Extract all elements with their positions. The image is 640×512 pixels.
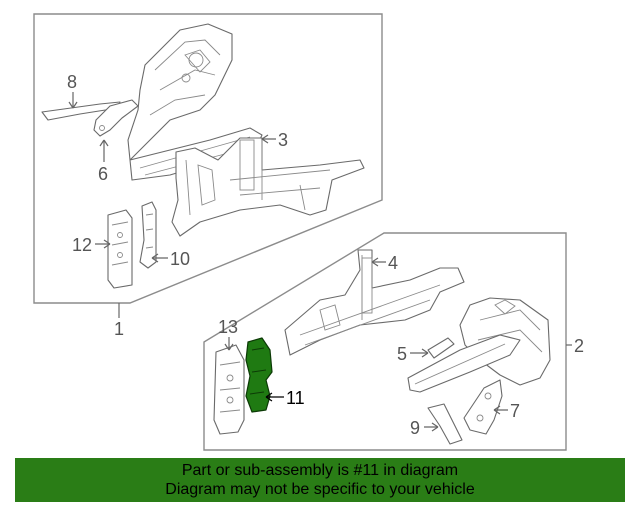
- highlighted-part-11[interactable]: [245, 337, 273, 413]
- front-side-member: [171, 137, 365, 237]
- leader-4: [371, 257, 386, 267]
- leader-8: [68, 92, 78, 109]
- leader-3: [261, 134, 276, 144]
- callout-3[interactable]: 3: [278, 130, 288, 150]
- leader-13: [224, 337, 234, 351]
- callout-11[interactable]: 11: [286, 388, 305, 408]
- callout-1[interactable]: 1: [114, 319, 124, 339]
- leader-7: [493, 405, 508, 415]
- leader-12: [95, 239, 111, 249]
- leader-6: [99, 139, 109, 162]
- callout-8[interactable]: 8: [67, 72, 77, 92]
- leader-9: [424, 422, 439, 432]
- callout-13[interactable]: 13: [218, 317, 238, 337]
- leader-10: [151, 253, 168, 263]
- callout-6[interactable]: 6: [98, 164, 108, 184]
- reinforcement-part-10: [139, 201, 157, 269]
- panel-part-13: [213, 344, 245, 435]
- wheelhouse-upper-panel: [127, 23, 233, 161]
- callout-7[interactable]: 7: [510, 401, 520, 421]
- front-side-member-inner: [284, 249, 465, 356]
- parts-diagram: 1 2 3 4 5 6 7 8 9 10 11 12 13: [33, 13, 584, 451]
- assembly-2-frame: [203, 232, 567, 451]
- leader-5: [410, 348, 429, 358]
- callout-9[interactable]: 9: [410, 418, 420, 438]
- gusset-part-5: [427, 337, 455, 359]
- bracket-part-7: [463, 379, 503, 435]
- bracket-part-9: [427, 403, 463, 445]
- assembly-1-frame: [33, 13, 383, 304]
- side-member-lower: [407, 334, 521, 393]
- callout-2[interactable]: 2: [574, 336, 584, 356]
- bracket-part-6: [93, 99, 139, 137]
- banner-line-1: Part or sub-assembly is #11 in diagram: [181, 462, 459, 479]
- callout-4[interactable]: 4: [388, 253, 398, 273]
- info-banner: Part or sub-assembly is #11 in diagram D…: [15, 458, 625, 502]
- callout-5[interactable]: 5: [397, 344, 407, 364]
- reinforcement-part-12: [107, 209, 133, 289]
- callout-12[interactable]: 12: [72, 235, 92, 255]
- leader-11: [265, 392, 284, 402]
- callout-10[interactable]: 10: [170, 249, 190, 269]
- banner-line-2: Diagram may not be specific to your vehi…: [165, 481, 475, 498]
